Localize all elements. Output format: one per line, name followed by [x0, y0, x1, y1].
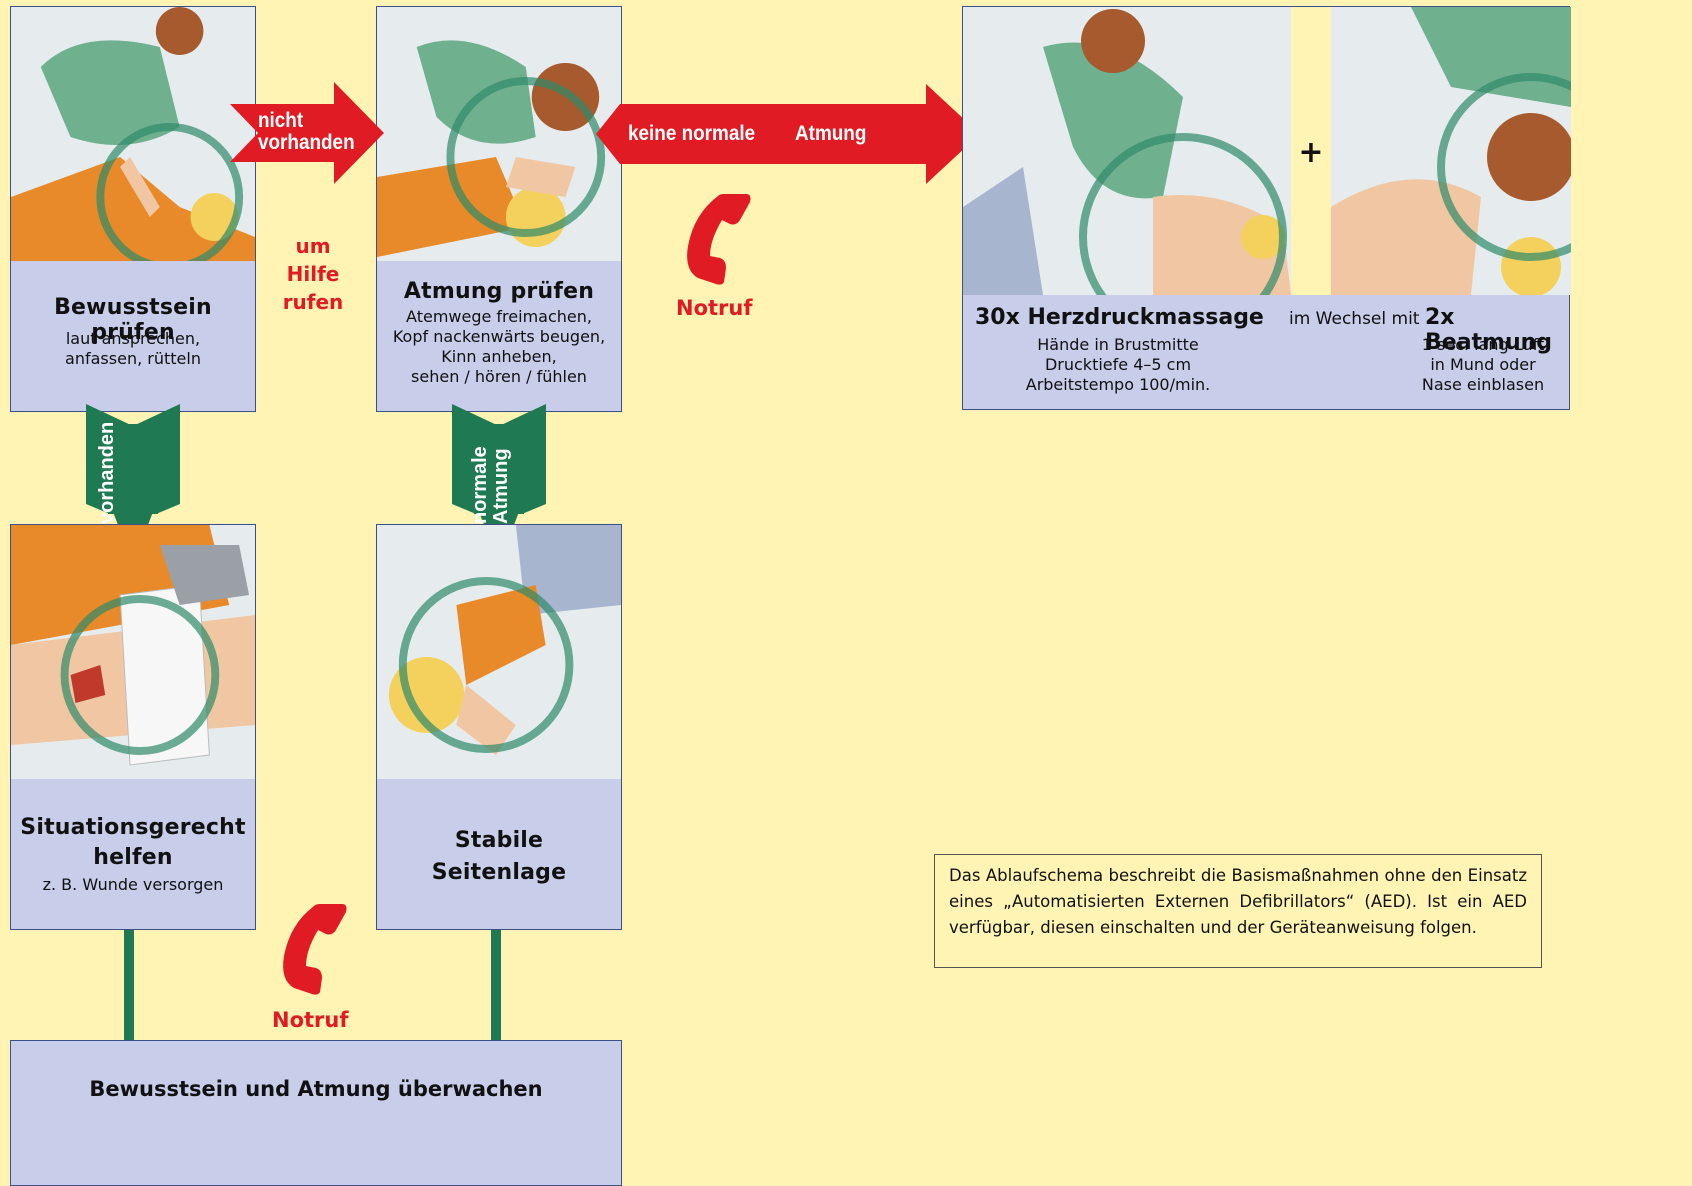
situational-desc: z. B. Wunde versorgen — [42, 875, 224, 894]
emergency-call-label-top: Notruf — [676, 296, 753, 320]
arrow-no-normal-breathing — [596, 84, 980, 184]
cpr-yellow-divider — [1291, 7, 1331, 295]
situational-title: Situationsgerecht helfen — [20, 815, 246, 870]
arrow-present — [86, 404, 180, 564]
step-cpr-card: + 30x Herzdruckmassage im Wechsel mit 2x… — [962, 6, 1571, 410]
connector-recovery-to-monitor — [491, 930, 501, 1040]
call-for-help-text: um Hilfe rufen — [282, 234, 344, 314]
arrow-not-present-label: nicht vorhanden — [258, 109, 355, 154]
phone-icon — [687, 194, 751, 285]
compressions-title: 30x Herzdruckmassage — [975, 305, 1264, 330]
breathing-title: Atmung prüfen — [403, 279, 595, 304]
arrow-present-label: vorhanden — [96, 421, 118, 524]
wound-care-illustration — [11, 525, 255, 779]
phone-icon-bottom — [283, 904, 347, 995]
emergency-call-label-bottom: Notruf — [272, 1008, 349, 1032]
arrow-normal-breathing-label: normale Atmung — [469, 446, 512, 524]
arrow-no-normal-breathing-label-b: Atmung — [795, 122, 867, 145]
step-consciousness-card: Bewusstsein prüfen laut ansprechen, anfa… — [10, 6, 256, 412]
alternating-text: im Wechsel mit — [1289, 309, 1420, 329]
ventilation-illustration — [1331, 7, 1571, 295]
cpr-plus-sign: + — [1298, 135, 1324, 170]
consciousness-illustration — [11, 7, 255, 261]
recovery-title: Stabile Seitenlage — [431, 828, 567, 885]
step-situational-card: Situationsgerecht helfen z. B. Wunde ver… — [10, 524, 256, 930]
step-recovery-card: Stabile Seitenlage — [376, 524, 622, 930]
step-monitor-bar: Bewusstsein und Atmung überwachen — [10, 1040, 622, 1186]
connector-situational-to-monitor — [124, 930, 134, 1040]
arrow-not-present — [230, 82, 384, 184]
chest-compressions-illustration — [963, 7, 1291, 295]
consciousness-desc: laut ansprechen, anfassen, rütteln — [65, 329, 201, 368]
breathing-desc: Atemwege freimachen, Kopf nackenwärts be… — [392, 307, 606, 386]
ventilation-title: 2x Beatmung — [1425, 305, 1553, 355]
arrow-normal-breathing — [452, 404, 546, 564]
aed-note: Das Ablaufschema beschreibt die Basismaß… — [934, 854, 1542, 968]
breathing-check-illustration — [377, 7, 621, 261]
compressions-desc: Hände in Brustmitte Drucktiefe 4–5 cm Ar… — [1025, 335, 1211, 394]
consciousness-title: Bewusstsein prüfen — [54, 295, 212, 345]
monitor-title: Bewusstsein und Atmung überwachen — [89, 1077, 543, 1101]
ventilation-desc: 1 sec. lang Luft in Mund oder Nase einbl… — [1421, 335, 1545, 394]
recovery-position-illustration — [377, 525, 621, 779]
step-breathing-card: Atmung prüfen Atemwege freimachen, Kopf … — [376, 6, 622, 412]
arrow-no-normal-breathing-label-a: keine normale — [628, 122, 756, 145]
